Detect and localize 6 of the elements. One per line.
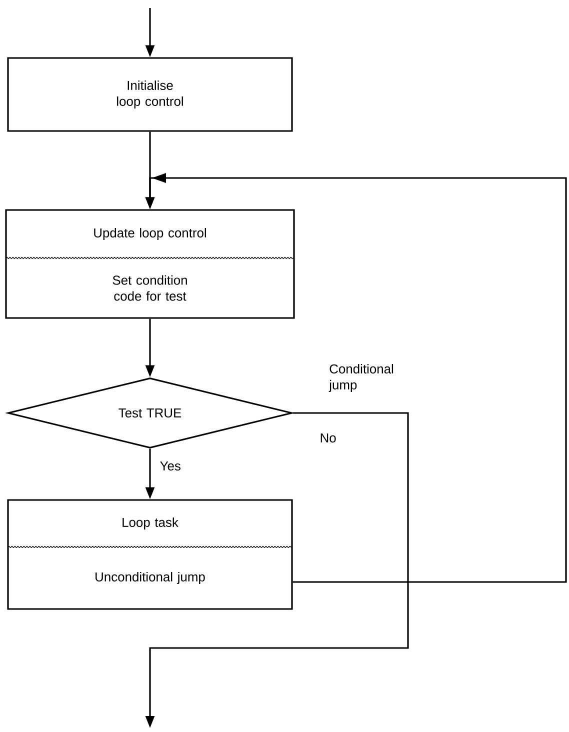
edge-label: Yes <box>160 462 180 471</box>
note: Conditional jump <box>328 364 394 392</box>
process-box: Update loop control Set condition code for test <box>5 209 295 319</box>
process-box: Initialise loop control <box>7 57 293 132</box>
edge-label: No <box>320 434 336 443</box>
process-box: Loop task Unconditional jump <box>7 499 293 610</box>
